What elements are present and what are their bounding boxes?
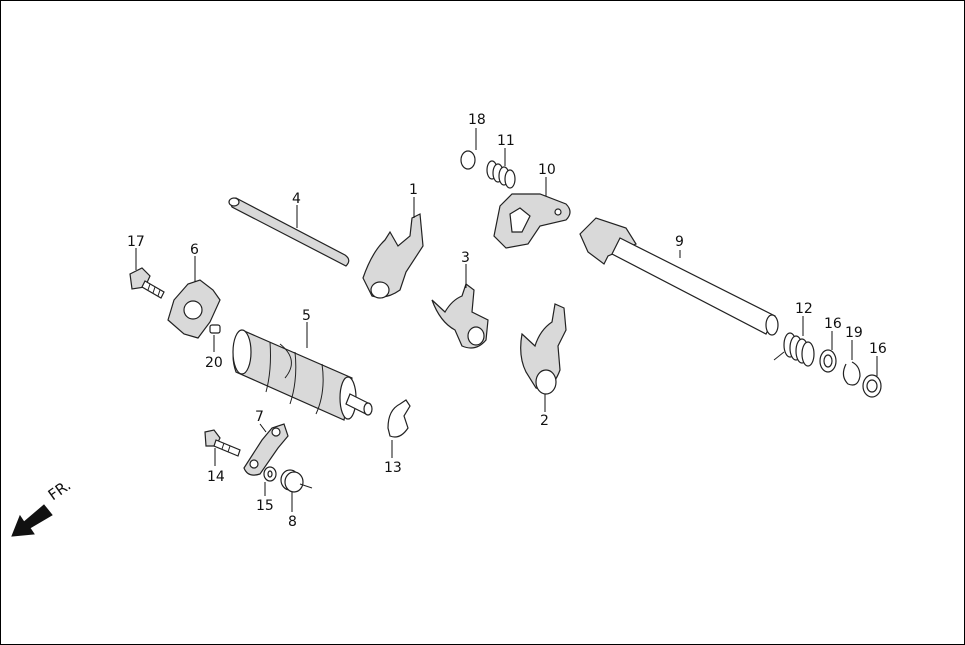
part-16a-washer — [819, 331, 837, 373]
callout-6: 6 — [190, 242, 199, 258]
callout-4: 4 — [292, 191, 301, 207]
part-14-bolt — [204, 429, 241, 466]
part-1-shift-fork — [362, 197, 424, 299]
callout-12: 12 — [795, 301, 813, 317]
callout-3: 3 — [461, 250, 470, 266]
part-6-star-plate — [167, 256, 221, 339]
part-17-bolt — [129, 248, 165, 299]
part-10-arm-plate — [493, 177, 571, 249]
callout-8: 8 — [288, 514, 297, 530]
direction-label: FR. — [45, 476, 74, 504]
callout-2: 2 — [540, 413, 549, 429]
callout-16b: 16 — [869, 341, 887, 357]
callout-9: 9 — [675, 234, 684, 250]
part-18-clip — [460, 128, 477, 170]
callout-11: 11 — [497, 133, 515, 149]
callout-19: 19 — [845, 325, 863, 341]
callout-16a: 16 — [824, 316, 842, 332]
part-16b-washer — [862, 356, 882, 398]
callout-1: 1 — [409, 182, 418, 198]
callout-17: 17 — [127, 234, 145, 250]
callout-13: 13 — [384, 460, 402, 476]
callout-14: 14 — [207, 469, 225, 485]
part-4-guide-rod — [228, 197, 350, 267]
part-13-stopper-plate — [387, 399, 411, 458]
callout-20: 20 — [205, 355, 223, 371]
part-20-pin — [209, 324, 221, 352]
front-arrow-icon — [11, 504, 53, 537]
part-2-shift-fork — [520, 303, 567, 412]
callout-18: 18 — [468, 112, 486, 128]
callout-5: 5 — [302, 308, 311, 324]
callout-10: 10 — [538, 162, 556, 178]
part-19-circlip — [842, 340, 861, 386]
part-11-spring — [486, 148, 516, 189]
part-15-washer — [263, 466, 277, 496]
part-9-gearshift-spindle — [579, 217, 779, 336]
callout-7: 7 — [255, 409, 264, 425]
part-8-spring — [280, 469, 313, 512]
part-7-stopper-arm — [243, 423, 289, 476]
part-12-return-spring — [773, 316, 815, 367]
part-5-shift-drum — [232, 322, 373, 421]
part-3-shift-fork — [431, 264, 489, 349]
callout-15: 15 — [256, 498, 274, 514]
